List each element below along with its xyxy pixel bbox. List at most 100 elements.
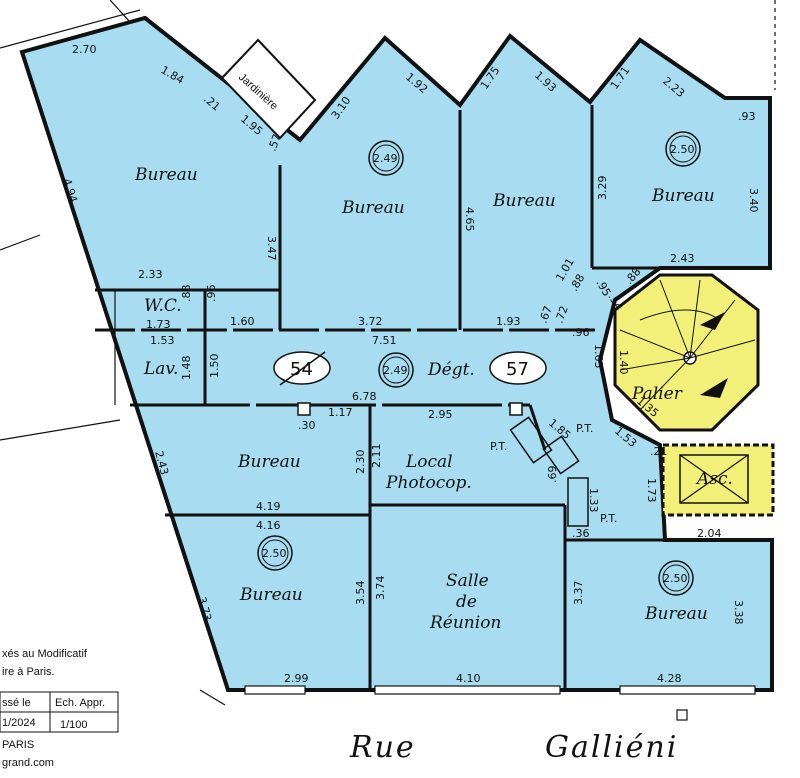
- room-label-degt: Dégt.: [427, 360, 475, 380]
- windows: [244, 685, 756, 721]
- room-label-bureau-nw: Bureau: [134, 165, 198, 185]
- note-col-2: Ech. Appr.: [55, 697, 105, 709]
- label-d329: 3.29: [596, 176, 609, 201]
- note-web: grand.com: [2, 757, 54, 769]
- badge-1: 2.49: [368, 140, 404, 176]
- note-scale: 1/100: [60, 719, 88, 731]
- partitions: [95, 105, 772, 690]
- room-label-de: de: [456, 592, 477, 612]
- room-label-local: Local: [405, 452, 453, 472]
- label-d410: 4.10: [456, 672, 481, 685]
- elevator: [661, 443, 775, 517]
- note-col-1: ssé le: [2, 697, 31, 709]
- label-d165: 1.65: [592, 344, 605, 369]
- label-d295: 2.95: [428, 408, 453, 421]
- room-label-bureau-2: Bureau: [341, 198, 405, 218]
- label-pt2: P.T.: [576, 422, 593, 435]
- label-d148: 1.48: [180, 356, 193, 381]
- label-d173b: 1.73: [645, 478, 658, 503]
- street-word-1: Rue: [349, 730, 416, 765]
- room-label-reunion: Réunion: [429, 613, 501, 633]
- street-word-2: Galliéni: [545, 730, 678, 765]
- jardiniere: Jardinière: [220, 38, 317, 140]
- label-d204: 2.04: [697, 527, 722, 540]
- label-d153a: 1.53: [150, 334, 175, 347]
- label-d117: 1.17: [328, 406, 353, 419]
- label-b4: 2.50: [262, 547, 287, 560]
- label-d354: 3.54: [354, 581, 367, 606]
- room-label-asc: Asc.: [695, 469, 733, 489]
- label-d67: .67: [537, 304, 555, 325]
- label-d373: 3.73: [195, 595, 214, 622]
- label-d211: 2.11: [370, 444, 383, 469]
- badge-3: 2.49: [378, 352, 414, 388]
- label-d160: 1.60: [230, 315, 255, 328]
- room-label-wc: W.C.: [144, 296, 182, 316]
- label-d150: 1.50: [208, 354, 221, 379]
- room-label-bureau-mid: Bureau: [237, 452, 301, 472]
- badge-4: 2.50: [257, 535, 293, 571]
- label-d340: 3.40: [747, 188, 760, 213]
- note-city: PARIS: [2, 739, 34, 751]
- label-d36: .36: [572, 527, 590, 540]
- label-d193b: 1.93: [496, 315, 521, 328]
- label-d96b: .96: [572, 326, 590, 339]
- label-d270: 2.70: [72, 43, 97, 56]
- label-d133: 1.33: [587, 488, 600, 513]
- label-d347: 3.47: [265, 236, 278, 261]
- staircase: [613, 273, 760, 432]
- label-b3: 2.49: [383, 364, 408, 377]
- label-d243a: 2.43: [670, 252, 695, 265]
- label-d233: 2.33: [138, 268, 163, 281]
- label-d243b: 2.43: [152, 449, 171, 476]
- label-d93: .93: [738, 110, 756, 123]
- badge-2: 2.50: [665, 131, 701, 167]
- label-pt3: P.T.: [600, 512, 617, 525]
- label-pt1: P.T.: [490, 440, 507, 453]
- label-d678: 6.78: [352, 390, 377, 403]
- room-label-lav: Lav.: [143, 359, 178, 379]
- label-d57: .57: [266, 132, 284, 153]
- label-b5: 2.50: [663, 572, 688, 585]
- label-d230: 2.30: [354, 450, 367, 475]
- label-d338: 3.38: [732, 600, 745, 625]
- label-d372: 3.72: [358, 315, 383, 328]
- label-d428: 4.28: [657, 672, 682, 685]
- note-line-2: ire à Paris.: [2, 666, 55, 678]
- label-d96a: .96: [205, 285, 218, 303]
- label-d299: 2.99: [284, 672, 309, 685]
- label-d751: 7.51: [372, 334, 397, 347]
- room-label-bureau-sw: Bureau: [239, 585, 303, 605]
- label-d465: 4.65: [463, 207, 476, 232]
- label-b2: 2.50: [670, 143, 695, 156]
- room-label-salle: Salle: [446, 571, 489, 591]
- label-d88a: .88: [180, 285, 193, 303]
- label-d419: 4.19: [256, 500, 281, 513]
- label-d416: 4.16: [256, 519, 281, 532]
- label-d374: 3.74: [374, 576, 387, 601]
- street-name: Rue Galliéni: [349, 730, 678, 765]
- label-d21b: .21: [650, 445, 668, 458]
- room-label-bureau-3: Bureau: [492, 191, 556, 211]
- room-label-bureau-se: Bureau: [644, 604, 708, 624]
- badge-5: 2.50: [658, 560, 694, 596]
- label-b1: 2.49: [373, 152, 398, 165]
- room-label-bureau-4: Bureau: [651, 186, 715, 206]
- label-d140: 1.40: [617, 350, 630, 375]
- room-labels: Bureau Bureau Bureau Bureau W.C. Lav. Dé…: [134, 165, 733, 633]
- height-badges: 2.49 2.50 2.49 2.50 2.50: [257, 131, 701, 596]
- lot-new-label: 57: [506, 359, 529, 380]
- label-d173a: 1.73: [146, 318, 171, 331]
- label-d30: .30: [298, 419, 316, 432]
- label-d337: 3.37: [572, 581, 585, 606]
- label-d69: .69: [546, 466, 559, 484]
- title-block: xés au Modificatif ire à Paris. ssé le E…: [0, 648, 119, 769]
- lot-numbers: 54 57: [273, 351, 547, 386]
- room-label-palier: Palier: [631, 384, 683, 404]
- room-label-photocop: Photocop.: [385, 473, 472, 493]
- context-lines: [0, 0, 776, 706]
- note-date: 1/2024: [2, 717, 36, 729]
- label-d72: .72: [553, 304, 571, 325]
